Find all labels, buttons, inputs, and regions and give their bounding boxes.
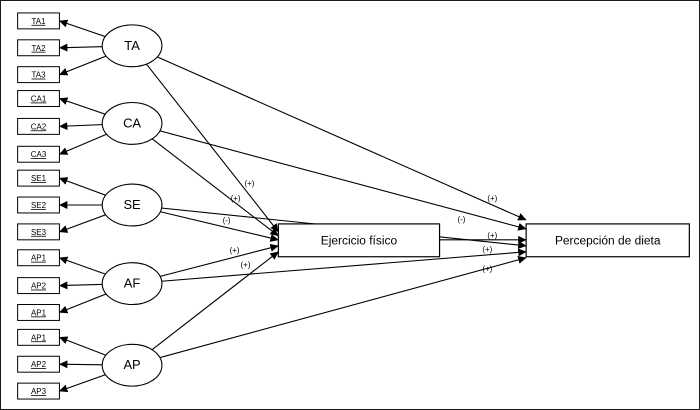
sign-SE-to-dieta: (+): [487, 231, 497, 240]
indicator-box-CA-3: [17, 145, 60, 163]
indicator-box-SE-3: [17, 223, 60, 241]
indicator-box-AP-1: [17, 328, 60, 346]
path-CA-to-dieta: [131, 122, 527, 231]
latent-ellipse-SE: [101, 183, 163, 227]
outcome-label-dieta: Percepción de dieta: [555, 233, 661, 247]
sign-AP-to-dieta: (+): [482, 265, 492, 274]
indicator-box-SE-1: [17, 169, 60, 187]
indicator-box-TA-2: [17, 39, 60, 57]
indicator-label-CA-3: CA3: [31, 150, 47, 159]
path-AP-to-ejercicio: [131, 251, 279, 366]
outcome-label-ejercicio: Ejercicio físico: [321, 233, 398, 247]
sign-TA-to-ejercicio: (+): [245, 179, 255, 188]
indicator-label-AF-1: AP1: [31, 254, 47, 263]
latent-label-CA: CA: [123, 115, 141, 130]
latent-ellipse-CA: [101, 101, 163, 145]
latent-ellipse-AF: [101, 262, 163, 306]
indicator-box-AF-3: [17, 304, 60, 321]
indicator-label-TA-3: TA3: [32, 71, 47, 80]
indicator-box-CA-2: [17, 117, 60, 135]
indicator-box-AF-2: [17, 277, 60, 295]
indicator-label-SE-1: SE1: [31, 174, 47, 183]
sign-AF-to-ejercicio: (+): [230, 246, 240, 255]
indicator-label-AP-2: AP2: [31, 360, 47, 369]
latent-label-SE: SE: [123, 197, 141, 212]
path-AF-to-dieta: [132, 248, 527, 285]
indicator-label-TA-2: TA2: [32, 44, 47, 53]
path-TA-to-ejercicio: [131, 45, 279, 233]
indicator-box-CA-1: [17, 90, 60, 107]
sign-TA-to-dieta: (+): [487, 194, 497, 203]
indicator-label-CA-2: CA2: [31, 122, 47, 131]
indicator-box-SE-2: [17, 196, 60, 214]
indicator-label-CA-1: CA1: [31, 95, 47, 104]
sign-CA-to-dieta: (-): [457, 215, 465, 224]
indicator-box-AP-2: [17, 355, 60, 373]
indicator-label-AP-3: AP3: [31, 387, 47, 396]
indicator-box-AF-1: [17, 249, 60, 267]
latent-label-AF: AF: [124, 276, 141, 291]
indicator-label-AF-2: AP2: [31, 282, 47, 291]
sign-CA-to-ejercicio: (+): [231, 194, 241, 203]
latent-ellipse-TA: [101, 24, 163, 68]
path-AP-to-dieta: [131, 255, 527, 366]
latent-label-TA: TA: [124, 38, 140, 53]
latent-label-AP: AP: [123, 357, 140, 372]
indicator-label-AP-1: AP1: [31, 333, 47, 342]
indicator-label-TA-1: TA1: [32, 17, 47, 26]
sign-AP-to-ejercicio: (+): [241, 261, 251, 270]
indicator-label-AF-3: AP1: [31, 308, 47, 317]
sign-AF-to-dieta: (+): [482, 245, 492, 254]
indicator-label-SE-2: SE2: [31, 201, 47, 210]
latent-ellipse-AP: [101, 343, 163, 387]
path-TA-to-dieta: [131, 45, 527, 221]
indicator-box-AP-3: [17, 382, 60, 400]
sign-SE-to-ejercicio: (-): [223, 216, 231, 225]
indicator-box-TA-3: [17, 66, 60, 84]
outcome-box-ejercicio: [277, 223, 441, 258]
indicator-label-SE-3: SE3: [31, 228, 47, 237]
outcome-box-dieta: [525, 223, 690, 258]
indicator-box-TA-1: [17, 12, 60, 30]
